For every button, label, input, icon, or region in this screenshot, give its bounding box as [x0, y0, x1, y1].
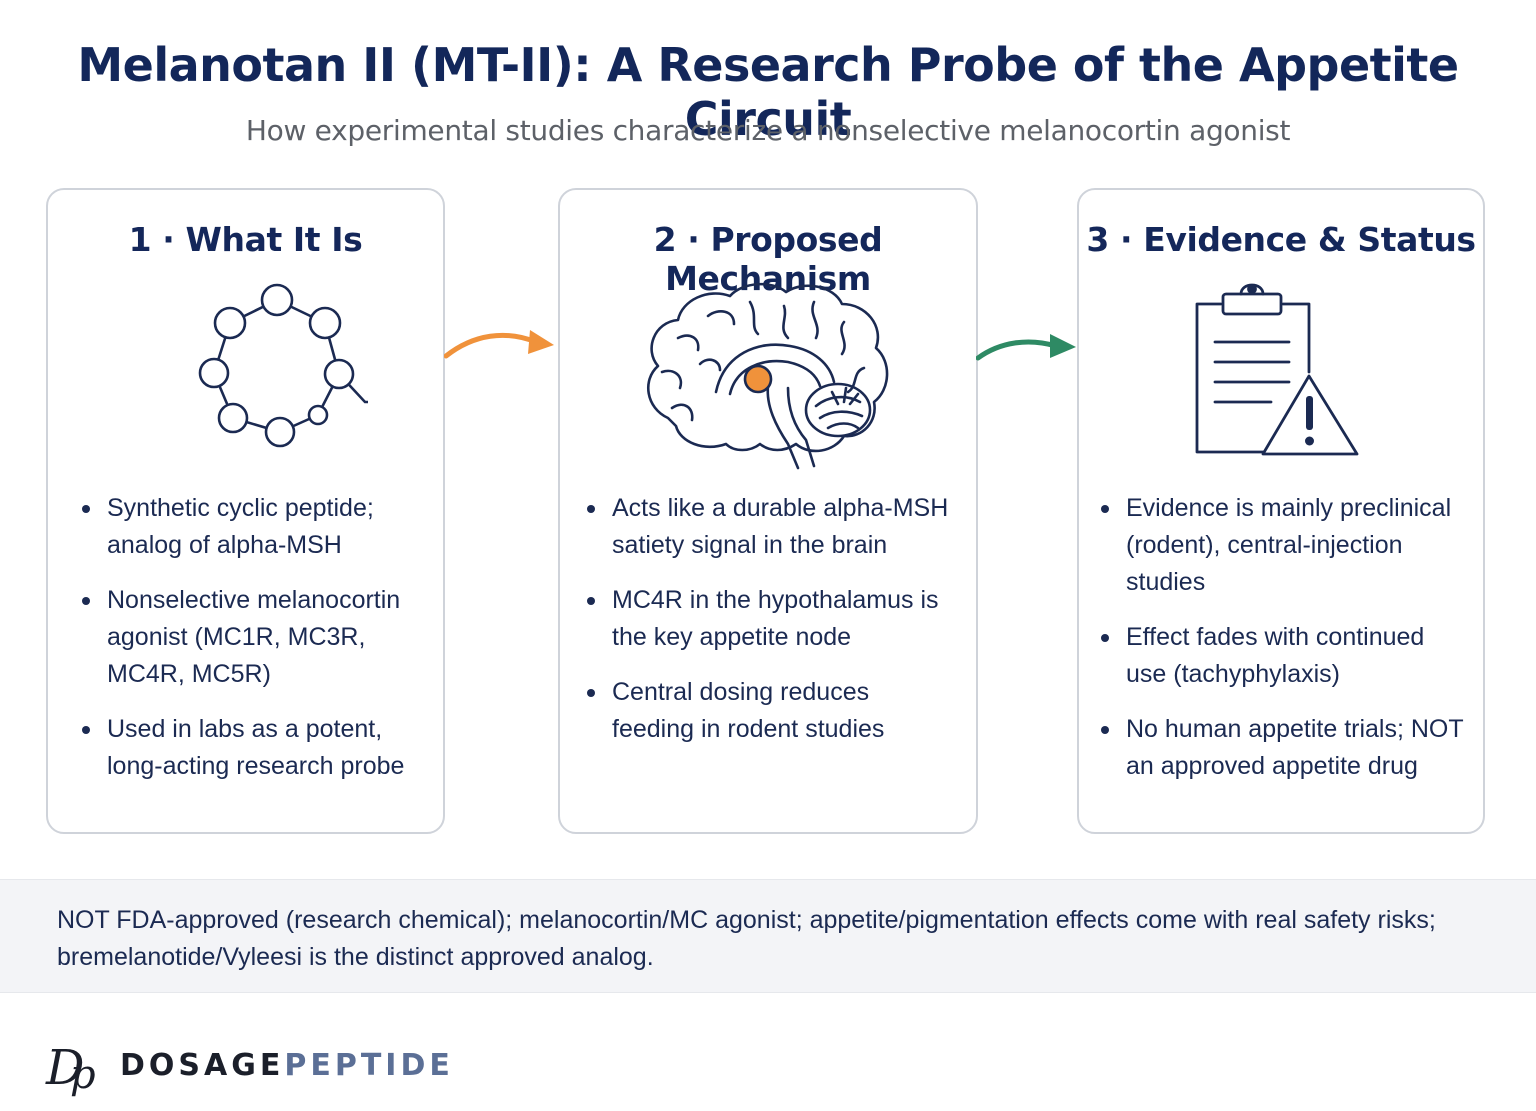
brain-icon — [647, 282, 889, 470]
list-item: Effect fades with continued use (tachyph… — [1099, 619, 1465, 693]
svg-text:D: D — [45, 1040, 84, 1096]
bullet-list: Evidence is mainly preclinical (rodent),… — [1099, 490, 1465, 803]
brand-wordmark: DOSAGEPEPTIDE — [120, 1048, 454, 1083]
card-heading: 2 · Proposed Mechanism — [653, 220, 883, 298]
list-item: Evidence is mainly preclinical (rodent),… — [1099, 490, 1465, 601]
card-heading: 1 · What It Is — [128, 220, 363, 259]
list-item: Used in labs as a potent, long-acting re… — [80, 711, 425, 785]
page-title: Melanotan II (MT-II): A Research Probe o… — [77, 38, 1459, 146]
disclaimer-text: NOT FDA-approved (research chemical); me… — [57, 906, 1436, 971]
logo-mark-icon: D p — [45, 1040, 96, 1098]
arrow-right-icon — [444, 330, 554, 359]
cyclic-peptide-icon — [198, 283, 368, 448]
brand-word-peptide: PEPTIDE — [284, 1048, 454, 1083]
card-proposed-mechanism: 2 · Proposed Mechanism — [558, 188, 978, 834]
list-item: Acts like a durable alpha-MSH satiety si… — [585, 490, 958, 564]
card-what-it-is: 1 · What It Is Synthetic cyclic peptide;… — [46, 188, 445, 834]
list-item: No human appetite trials; NOT an approve… — [1099, 711, 1465, 785]
list-item: Central dosing reduces feeding in rodent… — [585, 674, 958, 748]
brand-word-dosage: DOSAGE — [120, 1048, 285, 1083]
page-subtitle: How experimental studies characterize a … — [245, 114, 1291, 147]
disclaimer-banner: NOT FDA-approved (research chemical); me… — [0, 879, 1536, 993]
card-heading: 3 · Evidence & Status — [1086, 220, 1476, 259]
bullet-list: Synthetic cyclic peptide; analog of alph… — [80, 490, 425, 803]
list-item: Nonselective melanocortin agonist (MC1R,… — [80, 582, 425, 693]
clipboard-warning-icon — [1195, 283, 1359, 456]
arrow-right-icon — [976, 334, 1076, 361]
list-item: Synthetic cyclic peptide; analog of alph… — [80, 490, 425, 564]
svg-text:p: p — [70, 1052, 96, 1098]
card-evidence-status: 3 · Evidence & Status Evidence is mainly… — [1077, 188, 1485, 834]
list-item: MC4R in the hypothalamus is the key appe… — [585, 582, 958, 656]
bullet-list: Acts like a durable alpha-MSH satiety si… — [585, 490, 958, 766]
